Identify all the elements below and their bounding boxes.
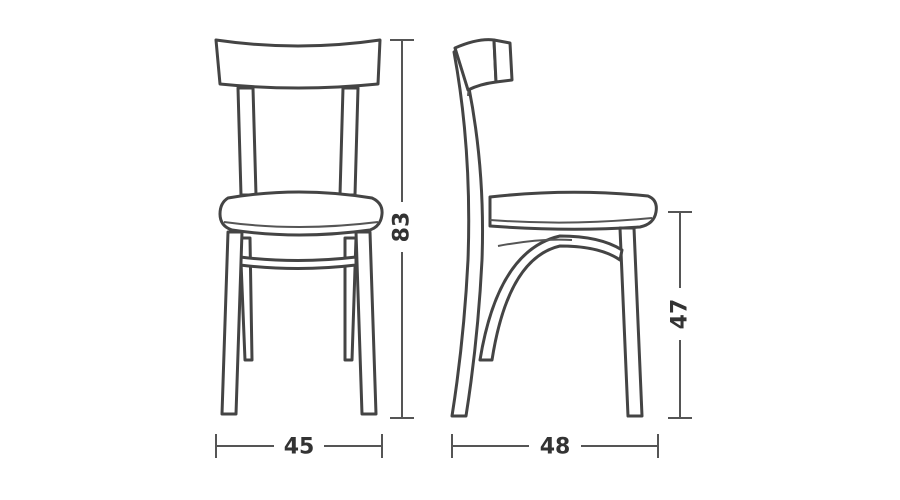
side-front-leg bbox=[618, 226, 644, 418]
front-back-leg-right bbox=[343, 236, 358, 362]
front-back-leg-left bbox=[238, 236, 254, 362]
seat-height-label: 47 bbox=[668, 299, 693, 330]
front-back-post-right bbox=[338, 86, 360, 197]
depth-label: 48 bbox=[540, 435, 571, 460]
front-seat-edge bbox=[223, 221, 379, 228]
side-arch-inner bbox=[497, 238, 573, 247]
side-rear-leg bbox=[450, 46, 485, 418]
depth-dimension: 48 bbox=[451, 434, 659, 460]
side-backrest-rail bbox=[492, 38, 514, 84]
side-seat-edge bbox=[489, 217, 653, 224]
front-front-leg-left bbox=[220, 230, 244, 416]
front-back-post-left bbox=[236, 86, 258, 197]
width-dimension: 45 bbox=[215, 434, 383, 460]
seat-height-dimension: 47 bbox=[668, 211, 693, 419]
side-arch-support bbox=[478, 234, 624, 362]
side-seat bbox=[488, 190, 658, 231]
height-dimension: 83 bbox=[390, 39, 415, 419]
front-front-leg-right bbox=[354, 230, 378, 416]
chair-front-view: 83 45 bbox=[214, 38, 415, 460]
front-leg-ring bbox=[238, 255, 358, 270]
chair-side-view: 47 48 bbox=[450, 38, 693, 460]
height-label: 83 bbox=[390, 212, 415, 243]
front-seat bbox=[218, 190, 384, 237]
width-label: 45 bbox=[284, 435, 315, 460]
front-backrest bbox=[214, 38, 382, 90]
